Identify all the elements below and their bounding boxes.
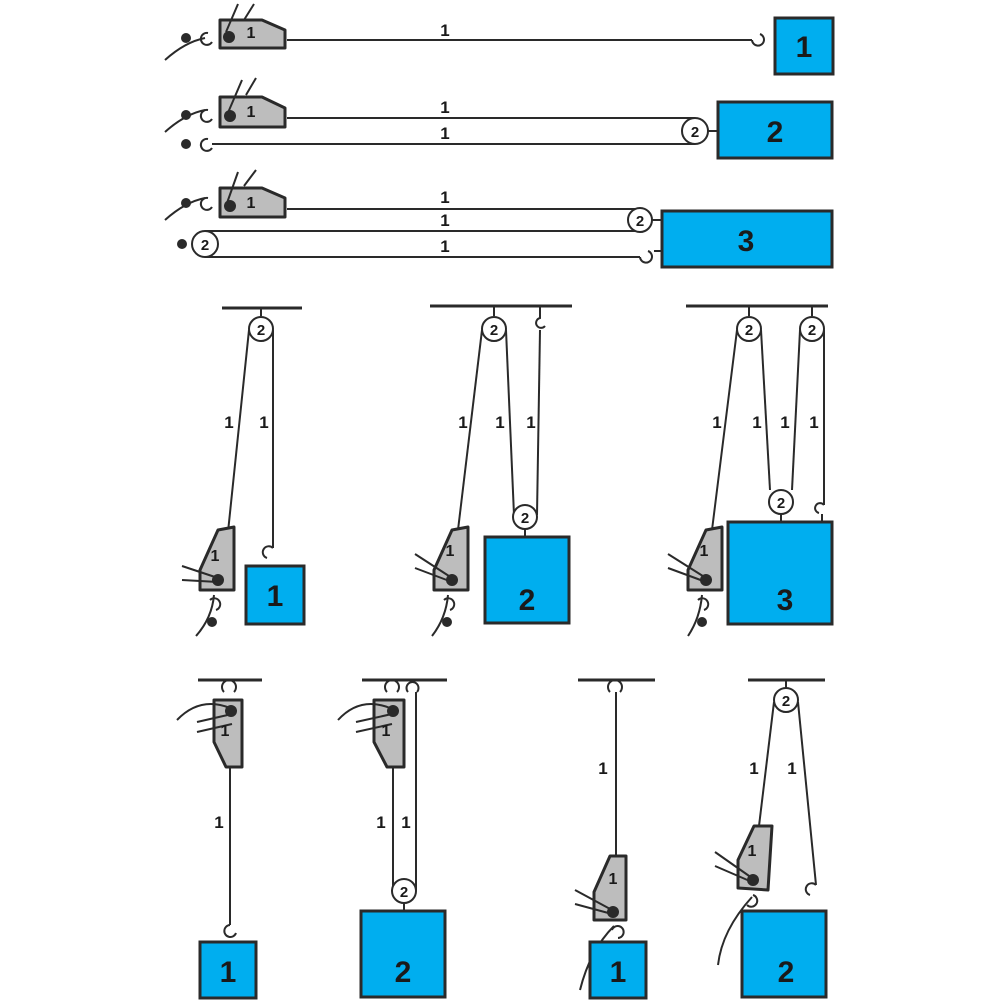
load-box bbox=[198, 940, 258, 1000]
svg-text:2: 2 bbox=[490, 322, 498, 339]
load-hook bbox=[751, 33, 765, 47]
rope-device bbox=[432, 525, 470, 592]
load-box bbox=[740, 909, 828, 999]
svg-text:1: 1 bbox=[446, 543, 455, 560]
panel-device-on-rope-2to1: 2 1 1 1 2 bbox=[714, 678, 828, 999]
load-box bbox=[483, 535, 571, 625]
anchor-dot bbox=[181, 33, 191, 43]
svg-text:1: 1 bbox=[809, 413, 818, 432]
svg-text:1: 1 bbox=[458, 413, 467, 432]
svg-text:1: 1 bbox=[748, 843, 757, 860]
svg-text:1: 1 bbox=[780, 413, 789, 432]
svg-text:2: 2 bbox=[767, 116, 784, 149]
svg-text:2: 2 bbox=[201, 237, 209, 254]
svg-text:1: 1 bbox=[700, 543, 709, 560]
load-box bbox=[588, 940, 648, 1000]
svg-text:1: 1 bbox=[440, 98, 449, 117]
svg-text:2: 2 bbox=[778, 956, 795, 989]
svg-text:2: 2 bbox=[777, 495, 785, 512]
svg-text:1: 1 bbox=[440, 211, 449, 230]
load-box bbox=[244, 564, 306, 626]
svg-text:1: 1 bbox=[376, 813, 385, 832]
svg-text:1: 1 bbox=[749, 759, 758, 778]
pulley bbox=[481, 316, 507, 342]
pulley bbox=[736, 316, 762, 342]
svg-text:2: 2 bbox=[519, 584, 536, 617]
svg-text:1: 1 bbox=[382, 723, 391, 740]
pulley bbox=[773, 687, 799, 713]
svg-text:1: 1 bbox=[440, 237, 449, 256]
svg-text:3: 3 bbox=[738, 225, 755, 258]
svg-text:2: 2 bbox=[400, 884, 408, 901]
svg-text:1: 1 bbox=[610, 956, 627, 989]
rope-label: 1 bbox=[440, 21, 449, 40]
rope-device bbox=[218, 95, 287, 129]
panel-device-on-load-1to1: 1 1 1 bbox=[574, 678, 655, 1000]
svg-text:1: 1 bbox=[787, 759, 796, 778]
svg-text:1: 1 bbox=[440, 188, 449, 207]
panel-vertical-3to1: 2 2 2 1 1 1 1 1 3 bbox=[667, 304, 834, 637]
svg-text:1: 1 bbox=[247, 104, 256, 121]
svg-text:1: 1 bbox=[214, 813, 223, 832]
load-box bbox=[359, 909, 447, 999]
panel-horizontal-3to1: 2 1 1 1 1 2 3 bbox=[164, 169, 834, 269]
load-box bbox=[773, 16, 835, 76]
load-label: 1 bbox=[796, 31, 813, 64]
panel-horizontal-1to1: 1 1 1 bbox=[164, 3, 835, 76]
rope-device bbox=[218, 186, 287, 219]
pulley bbox=[799, 316, 825, 342]
svg-text:1: 1 bbox=[495, 413, 504, 432]
svg-text:1: 1 bbox=[267, 580, 284, 613]
svg-text:1: 1 bbox=[526, 413, 535, 432]
svg-text:2: 2 bbox=[808, 322, 816, 339]
svg-text:1: 1 bbox=[401, 813, 410, 832]
svg-text:2: 2 bbox=[691, 124, 699, 141]
panel-vertical-1to1-redirect: 2 1 1 1 1 bbox=[181, 306, 306, 637]
svg-text:2: 2 bbox=[395, 956, 412, 989]
svg-text:1: 1 bbox=[609, 871, 618, 888]
load-box bbox=[660, 209, 834, 269]
svg-text:1: 1 bbox=[211, 548, 220, 565]
panel-vertical-2to1: 2 2 1 1 1 1 2 bbox=[414, 304, 572, 637]
svg-text:1: 1 bbox=[221, 723, 230, 740]
pulley bbox=[248, 316, 274, 342]
svg-text:1: 1 bbox=[259, 413, 268, 432]
svg-text:1: 1 bbox=[440, 124, 449, 143]
svg-text:1: 1 bbox=[220, 956, 237, 989]
svg-text:1: 1 bbox=[247, 195, 256, 212]
svg-text:2: 2 bbox=[782, 693, 790, 710]
device-label: 1 bbox=[247, 25, 256, 42]
svg-text:1: 1 bbox=[712, 413, 721, 432]
anchor-hook bbox=[199, 31, 213, 46]
svg-text:3: 3 bbox=[777, 584, 794, 617]
svg-text:2: 2 bbox=[636, 213, 644, 230]
svg-text:1: 1 bbox=[752, 413, 761, 432]
load-box bbox=[726, 520, 834, 626]
svg-text:2: 2 bbox=[257, 322, 265, 339]
rope-device bbox=[218, 18, 287, 50]
load-box bbox=[716, 100, 834, 160]
panel-device-at-anchor-2to1: 1 2 1 1 2 bbox=[337, 678, 447, 999]
svg-text:2: 2 bbox=[745, 322, 753, 339]
panel-horizontal-2to1: 1 1 1 2 2 bbox=[164, 77, 834, 160]
panel-device-at-anchor-1to1: 1 1 1 bbox=[176, 678, 262, 1000]
rope-device bbox=[686, 525, 724, 592]
svg-text:1: 1 bbox=[224, 413, 233, 432]
svg-text:1: 1 bbox=[598, 759, 607, 778]
svg-text:2: 2 bbox=[521, 510, 529, 527]
